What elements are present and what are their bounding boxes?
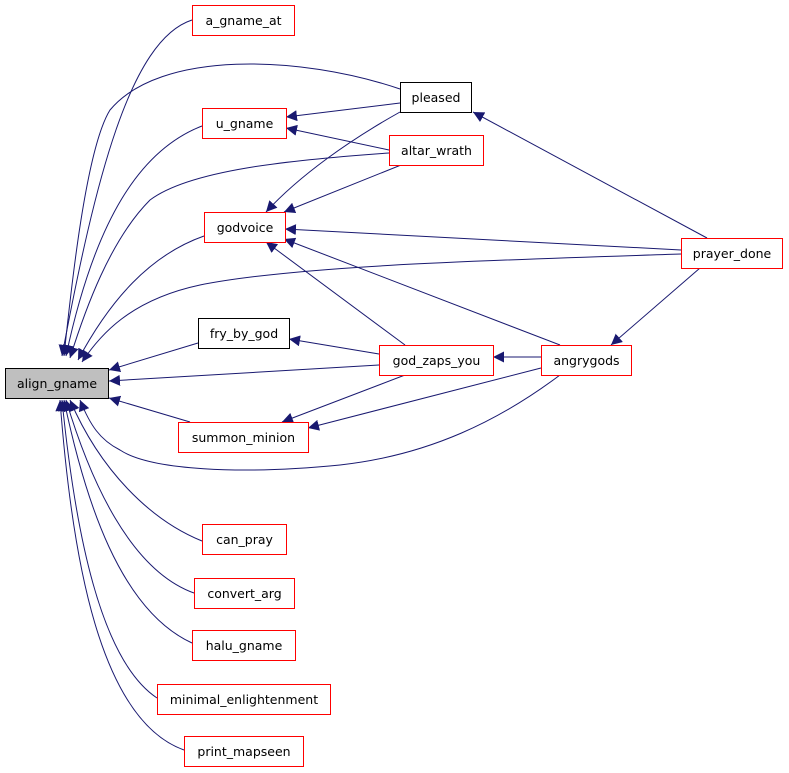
edge-angrygods-to-align_gname — [78, 374, 561, 471]
edge-pleased-to-u_gname — [285, 102, 401, 122]
node-godvoice[interactable]: godvoice — [204, 212, 286, 243]
edge-angrygods-to-summon_minion — [307, 367, 542, 431]
node-label: print_mapseen — [197, 744, 290, 759]
node-fry_by_god[interactable]: fry_by_god — [198, 318, 290, 349]
node-pleased[interactable]: pleased — [400, 82, 472, 113]
node-label: summon_minion — [192, 430, 295, 445]
node-label: a_gname_at — [205, 13, 281, 28]
node-box — [379, 345, 494, 376]
node-box — [202, 524, 287, 555]
edge-prayer_done-to-angrygods — [610, 267, 701, 346]
edge-angrygods-to-godvoice — [283, 237, 561, 346]
node-angrygods[interactable]: angrygods — [541, 345, 632, 376]
edges-layer — [55, 19, 708, 751]
node-altar_wrath[interactable]: altar_wrath — [389, 135, 484, 166]
node-label: godvoice — [217, 220, 274, 235]
edge-can_pray-to-align_gname — [69, 399, 203, 542]
node-label: angrygods — [553, 353, 619, 368]
node-label: fry_by_god — [210, 326, 278, 341]
edge-pleased-to-align_gname — [59, 63, 401, 357]
node-minimal_enlightenment[interactable]: minimal_enlightenment — [157, 684, 331, 715]
edge-print_mapseen-to-align_gname — [55, 399, 185, 751]
node-box — [198, 318, 290, 349]
node-label: prayer_done — [693, 246, 772, 261]
node-box — [5, 368, 109, 399]
node-convert_arg[interactable]: convert_arg — [194, 578, 295, 609]
edge-minimal_enlightenment-to-align_gname — [57, 399, 158, 699]
edge-godvoice-to-align_gname — [77, 235, 205, 361]
node-can_pray[interactable]: can_pray — [202, 524, 287, 555]
node-a_gname_at[interactable]: a_gname_at — [192, 5, 295, 36]
node-box — [194, 578, 295, 609]
node-label: can_pray — [216, 532, 273, 547]
edge-pleased-to-godvoice — [265, 111, 401, 213]
node-box — [184, 736, 304, 767]
node-box — [541, 345, 632, 376]
edge-prayer_done-to-pleased — [472, 111, 708, 239]
node-box — [157, 684, 331, 715]
node-label: minimal_enlightenment — [170, 692, 318, 707]
edge-altar_wrath-to-godvoice — [283, 164, 402, 214]
node-box — [204, 212, 286, 243]
edge-god_zaps_you-to-godvoice — [265, 241, 406, 346]
node-box — [681, 238, 783, 269]
node-halu_gname[interactable]: halu_gname — [192, 630, 296, 661]
node-label: god_zaps_you — [393, 353, 481, 368]
node-god_zaps_you[interactable]: god_zaps_you — [379, 345, 494, 376]
node-box — [192, 630, 296, 661]
edge-fry_by_god-to-align_gname — [108, 342, 199, 373]
node-box — [389, 135, 484, 166]
node-label: convert_arg — [207, 586, 281, 601]
edge-god_zaps_you-to-fry_by_god — [288, 335, 380, 355]
edge-god_zaps_you-to-summon_minion — [281, 374, 406, 424]
node-align_gname[interactable]: align_gname — [5, 368, 109, 399]
node-u_gname[interactable]: u_gname — [202, 108, 287, 139]
node-label: u_gname — [216, 116, 274, 131]
node-label: altar_wrath — [401, 143, 472, 158]
edge-god_zaps_you-to-align_gname — [108, 364, 380, 386]
node-box — [178, 422, 309, 453]
node-summon_minion[interactable]: summon_minion — [178, 422, 309, 453]
node-label: halu_gname — [206, 638, 283, 653]
node-box — [202, 108, 287, 139]
edge-halu_gname-to-align_gname — [60, 399, 193, 644]
edge-summon_minion-to-align_gname — [108, 395, 191, 423]
edge-prayer_done-to-align_gname — [81, 253, 682, 363]
node-prayer_done[interactable]: prayer_done — [681, 238, 783, 269]
edge-u_gname-to-align_gname — [62, 125, 203, 357]
edge-a_gname_at-to-align_gname — [58, 19, 193, 357]
node-label: align_gname — [17, 376, 97, 391]
node-box — [192, 5, 295, 36]
node-print_mapseen[interactable]: print_mapseen — [184, 736, 304, 767]
edge-prayer_done-to-godvoice — [284, 224, 682, 251]
edge-convert_arg-to-align_gname — [63, 399, 195, 594]
node-label: pleased — [412, 90, 461, 105]
edge-altar_wrath-to-align_gname — [68, 152, 390, 359]
edge-altar_wrath-to-u_gname — [285, 124, 390, 151]
node-box — [400, 82, 472, 113]
